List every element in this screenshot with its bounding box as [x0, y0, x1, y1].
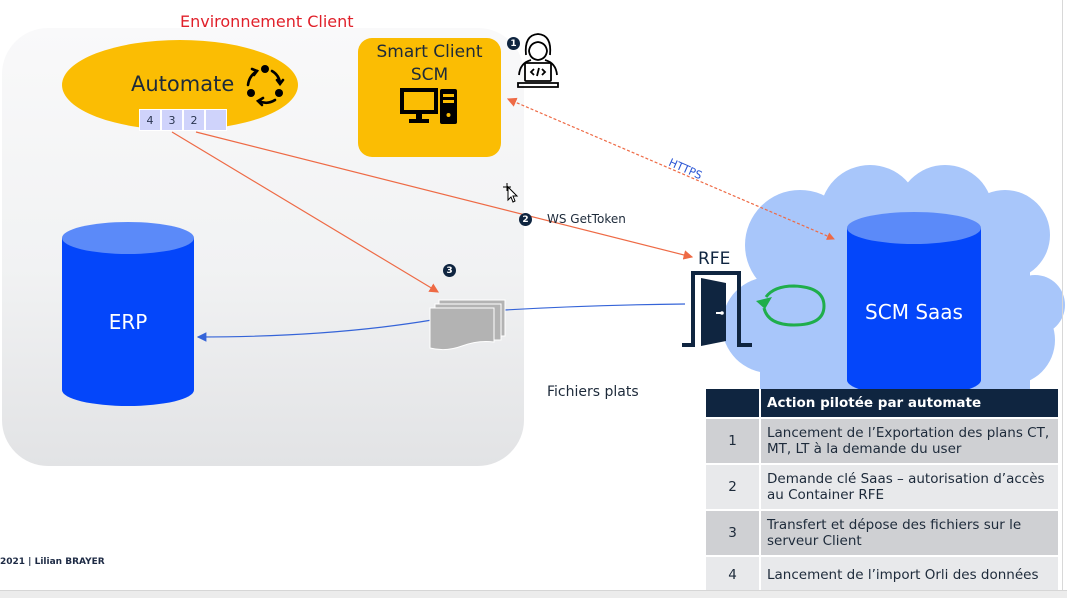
scm-saas-label: SCM Saas — [865, 300, 963, 324]
row-action-line: Lancement de l’Exportation des plans CT, — [767, 425, 1050, 441]
row-action-line: MT, LT à la demande du user — [767, 441, 962, 457]
door-icon — [682, 271, 752, 347]
table-row: 1 Lancement de l’Exportation des plans C… — [706, 417, 1058, 464]
row-action-line: Transfert et dépose des fichiers sur le — [767, 517, 1022, 533]
flat-files-icon — [429, 299, 506, 351]
queue-slot: 3 — [161, 109, 183, 131]
arrow-automate-to-rfe — [195, 131, 694, 260]
erp-database — [62, 222, 194, 406]
queue-slot: 2 — [183, 109, 205, 131]
smart-client-title-line2: SCM — [410, 65, 449, 85]
link-rfe-to-files — [504, 303, 686, 311]
sync-cycle-icon — [756, 284, 826, 327]
table-row: 3 Transfert et dépose des fichiers sur l… — [706, 509, 1058, 556]
row-action-line: serveur Client — [767, 533, 862, 549]
automate-label: Automate — [131, 72, 235, 96]
automate-queue: 4 3 2 — [139, 109, 227, 131]
row-action-line: Lancement de l’import Orli des données — [767, 567, 1039, 583]
step-badge-2: 2 — [519, 213, 532, 226]
row-action: Lancement de l’Exportation des plans CT,… — [760, 417, 1058, 464]
arrow-files-to-erp — [196, 319, 433, 342]
table-header-row: Action pilotée par automate — [706, 389, 1058, 418]
table-header-num — [706, 389, 761, 418]
table-header-action: Action pilotée par automate — [760, 389, 1058, 418]
computer-icon — [400, 88, 457, 124]
actions-table: Action pilotée par automate 1 Lancement … — [706, 389, 1058, 593]
developer-icon — [517, 33, 559, 88]
client-environment-title: Environnement Client — [180, 12, 354, 31]
smart-client-title: Smart Client SCM — [358, 41, 501, 87]
table-row: 2 Demande clé Saas – autorisation d’accè… — [706, 463, 1058, 510]
move-cursor-icon — [503, 183, 519, 203]
scm-saas-database — [847, 212, 981, 396]
row-number: 1 — [706, 417, 761, 464]
smart-client-title-line1: Smart Client — [376, 42, 483, 62]
cloud-shape — [722, 165, 1065, 395]
slide-frame-bottom — [0, 590, 1067, 598]
table-row: 4 Lancement de l’import Orli des données — [706, 555, 1058, 593]
footer-credit: 2021 | Lilian BRAYER — [0, 557, 105, 567]
row-number: 3 — [706, 509, 761, 556]
ws-gettoken-label: WS GetToken — [547, 212, 626, 226]
queue-slot — [205, 109, 227, 131]
row-number: 2 — [706, 463, 761, 510]
slide-frame-edge — [1062, 0, 1063, 597]
queue-slot: 4 — [139, 109, 161, 131]
cycle-icon — [246, 65, 285, 107]
row-action: Lancement de l’import Orli des données — [760, 555, 1058, 593]
https-dotted-link — [506, 97, 833, 239]
row-number: 4 — [706, 555, 761, 593]
erp-label: ERP — [108, 310, 148, 334]
row-action-line: au Container RFE — [767, 487, 885, 503]
flat-files-label: Fichiers plats — [547, 384, 639, 400]
arrow-automate-to-files — [171, 131, 440, 293]
smart-client-box — [358, 38, 501, 157]
step-badge-1: 1 — [507, 37, 520, 50]
step-badge-3: 3 — [443, 264, 456, 277]
https-dotted-link-reverse-head — [825, 232, 835, 240]
row-action-line: Demande clé Saas – autorisation d’accès — [767, 471, 1045, 487]
rfe-label: RFE — [698, 249, 731, 269]
